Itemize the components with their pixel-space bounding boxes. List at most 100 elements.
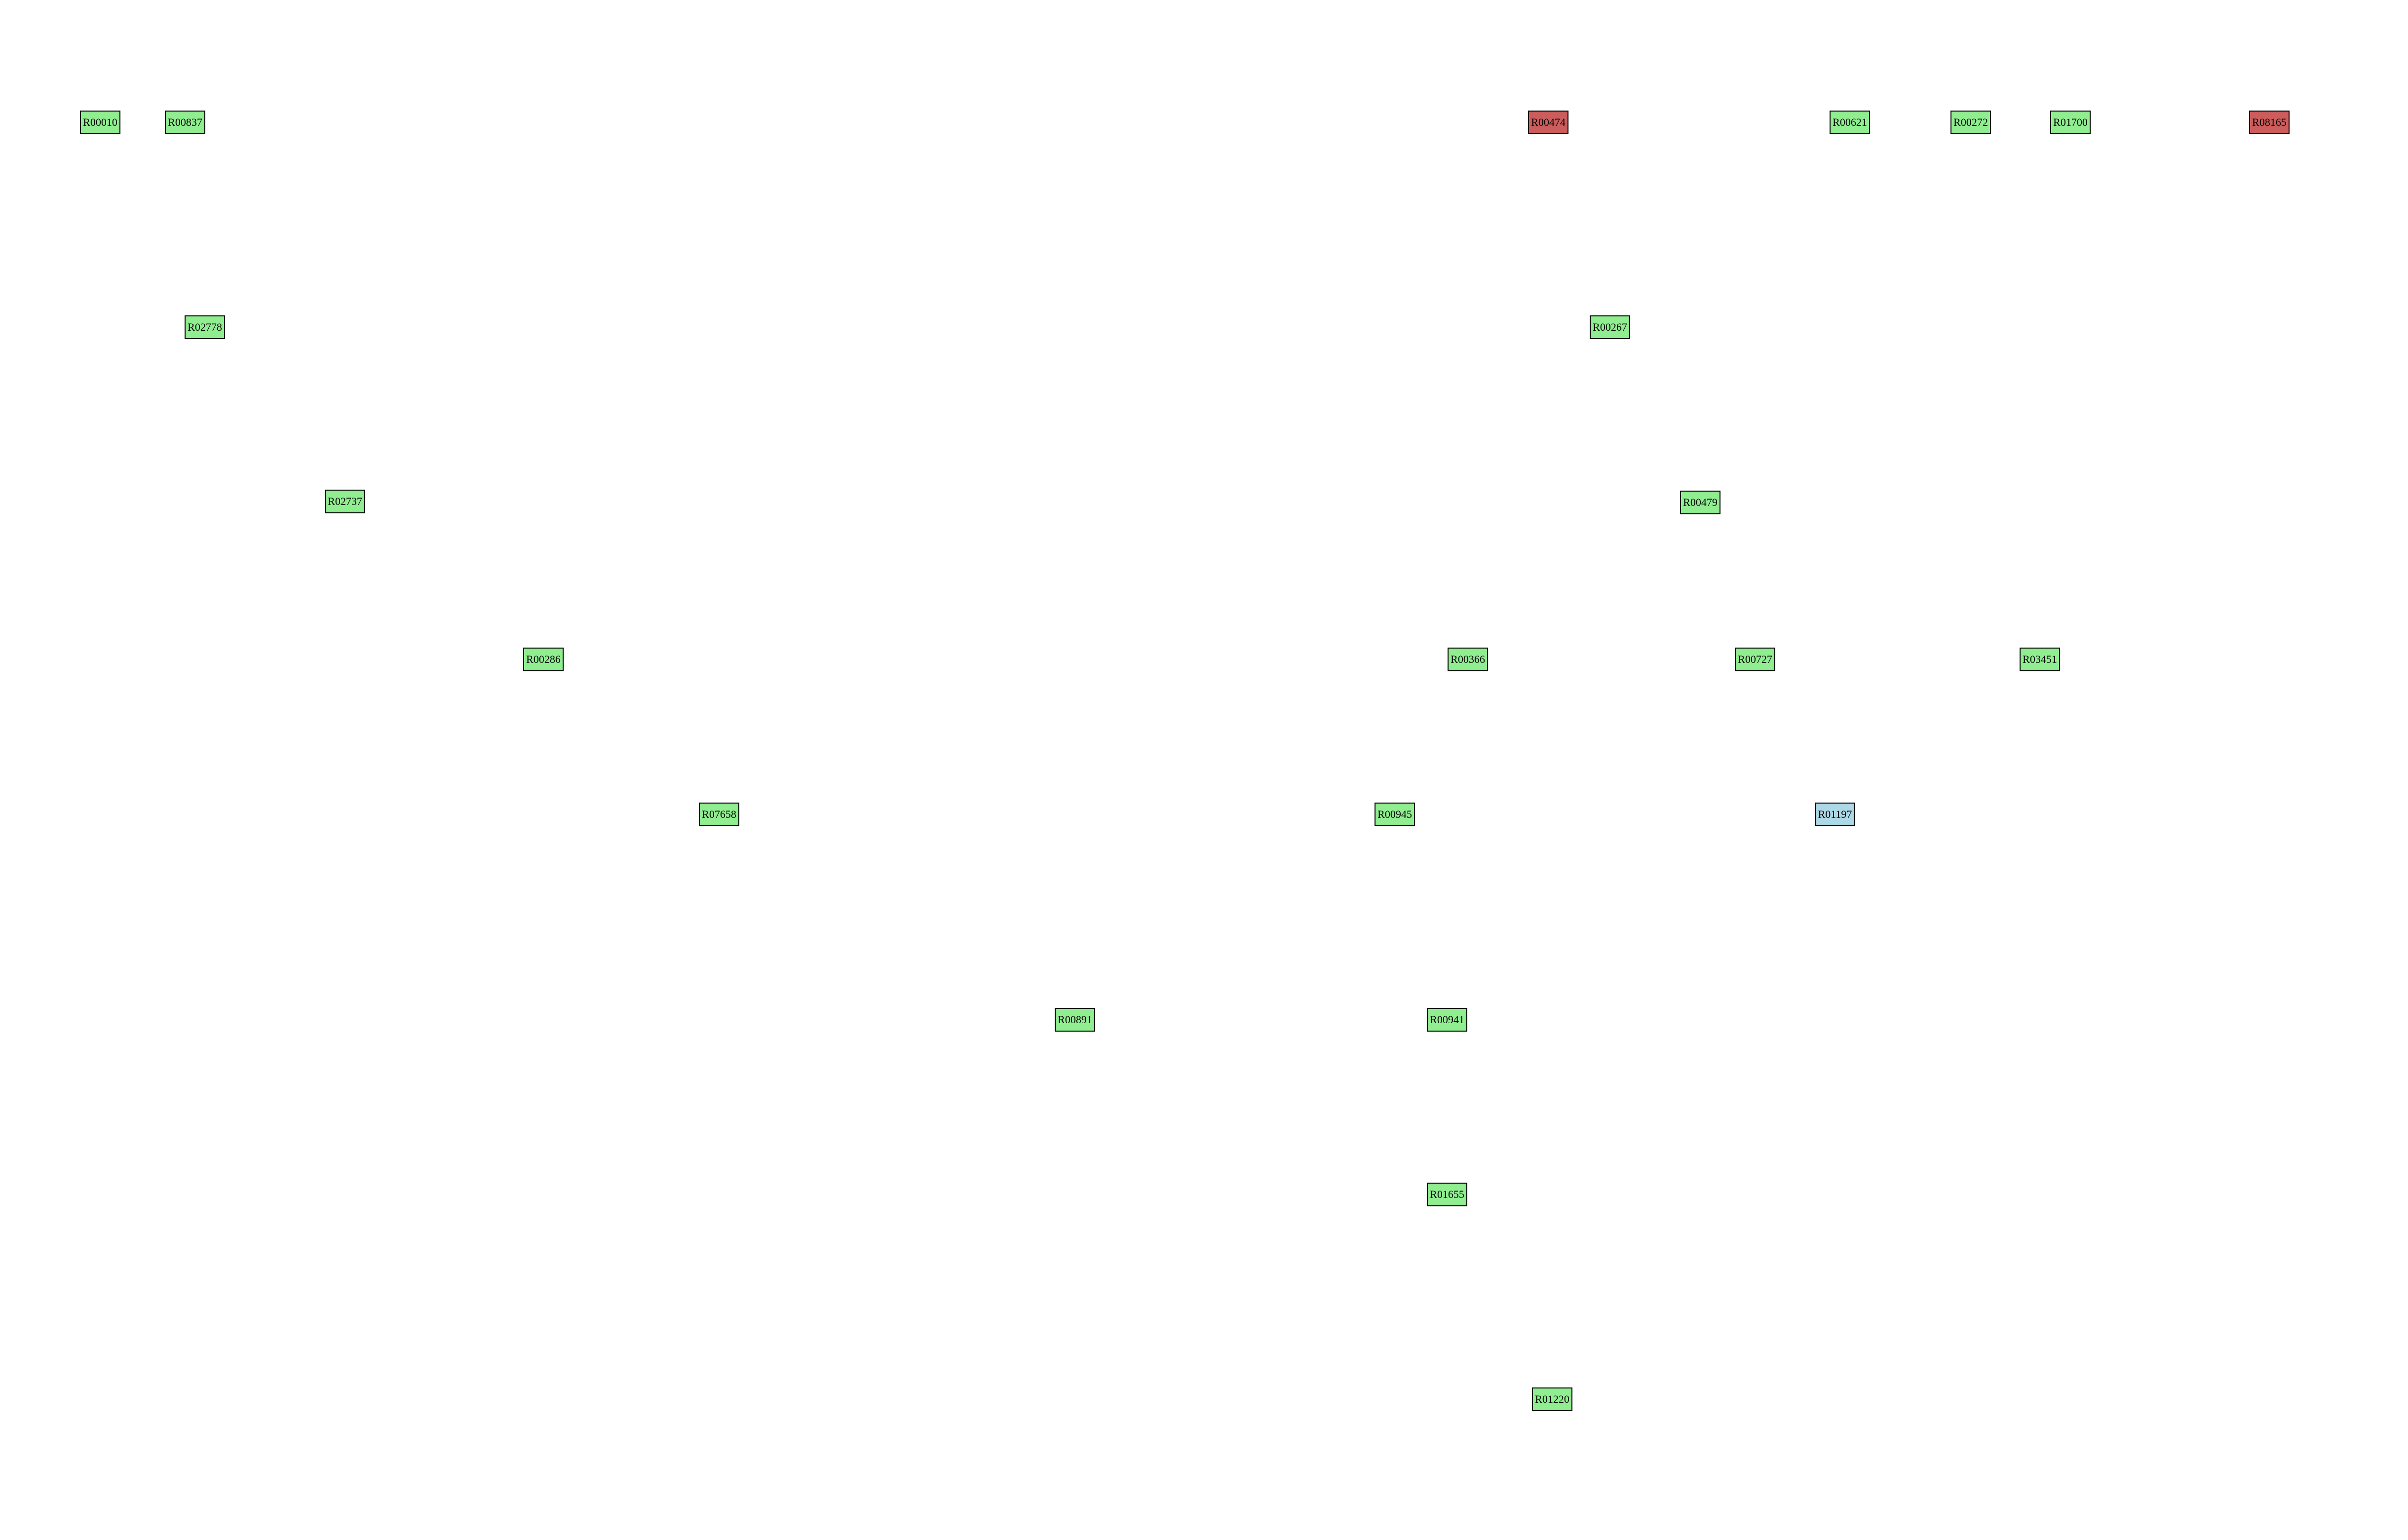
reaction-node-r03451[interactable]: R03451 — [2020, 648, 2060, 671]
reaction-node-r00272[interactable]: R00272 — [1950, 111, 1991, 134]
compound-node[interactable]: C00007 — [728, 0, 753, 2]
reaction-node-r00479[interactable]: R00479 — [1680, 491, 1720, 514]
compound-node[interactable]: C00006 — [1437, 0, 1462, 2]
compound-node[interactable]: C00004 — [697, 0, 722, 2]
compound-node[interactable]: C01083 — [188, 0, 212, 2]
compound-node[interactable]: C00011 — [906, 0, 931, 2]
compound-node[interactable]: C00011 — [571, 0, 595, 2]
compound-node[interactable]: C00097 — [1087, 0, 1111, 2]
compound-node[interactable]: C00445 — [1241, 0, 1265, 2]
compound-node[interactable]: C00011 — [33, 0, 57, 2]
compound-node[interactable]: C00001 — [209, 0, 234, 2]
compound-node[interactable]: C00311 — [388, 0, 413, 2]
reaction-node-r00010[interactable]: R00010 — [80, 111, 120, 134]
reaction-node-r00945[interactable]: R00945 — [1375, 803, 1415, 826]
compound-node[interactable]: C00234 — [1075, 0, 1100, 2]
compound-node[interactable]: C16519 — [6, 0, 31, 2]
compound-node[interactable]: C00001 — [722, 0, 746, 2]
compound-node[interactable]: C16155 — [885, 0, 910, 2]
compound-node[interactable]: C00026 — [202, 0, 227, 2]
compound-node[interactable]: C00001 — [1092, 0, 1116, 2]
compound-node[interactable]: C00009 — [715, 0, 739, 2]
compound-node[interactable]: C00031 — [21, 0, 45, 2]
compound-node[interactable]: C00004 — [879, 0, 903, 2]
compound-node[interactable]: C00080 — [726, 0, 751, 2]
reaction-node-r08165[interactable]: R08165 — [2249, 111, 2290, 134]
compound-node[interactable]: C00668 — [553, 0, 577, 2]
compound-node[interactable]: C00007 — [726, 0, 751, 2]
compound-node[interactable]: C00003 — [541, 0, 566, 2]
reaction-node-r00837[interactable]: R00837 — [165, 111, 205, 134]
compound-node[interactable]: C00001 — [401, 0, 425, 2]
compound-node[interactable]: C00011 — [726, 0, 751, 2]
compound-label: C00042 — [559, 0, 583, 2]
compound-node[interactable]: C00042 — [559, 0, 583, 2]
compound-node[interactable]: C01289 — [558, 0, 582, 2]
reaction-node-r01197[interactable]: R01197 — [1815, 803, 1855, 826]
compound-node[interactable]: C00001 — [567, 0, 591, 2]
reaction-node-r00621[interactable]: R00621 — [1830, 111, 1870, 134]
compound-node[interactable]: C00080 — [1287, 0, 1312, 2]
reaction-node-r07658[interactable]: R07658 — [699, 803, 739, 826]
compound-node[interactable]: C03793 — [715, 0, 739, 2]
compound-node[interactable]: C00010 — [861, 0, 885, 2]
reaction-box — [1375, 803, 1415, 826]
reaction-node-r00727[interactable]: R00727 — [1735, 648, 1775, 671]
compound-node[interactable]: C00081 — [541, 0, 566, 2]
compound-node[interactable]: C00006 — [1056, 0, 1081, 2]
compound-node[interactable]: C00037 — [713, 0, 737, 2]
compound-node[interactable]: C00091 — [714, 0, 738, 2]
reaction-node-r00366[interactable]: R00366 — [1448, 648, 1488, 671]
compound-node[interactable]: C16472 — [202, 0, 227, 2]
compound-node[interactable]: C05381 — [8, 0, 33, 2]
compound-node[interactable]: C05527 — [23, 0, 47, 2]
reaction-box — [1448, 648, 1488, 671]
compound-node[interactable]: C00015 — [391, 0, 416, 2]
compound-node[interactable]: C00011 — [215, 0, 240, 2]
compound-node[interactable]: C00092 — [12, 0, 37, 2]
compound-node[interactable]: C00011 — [33, 0, 57, 2]
compound-node[interactable]: C00167 — [697, 0, 722, 2]
compound-node[interactable]: C00080 — [906, 0, 931, 2]
compound-node[interactable]: C00001 — [1094, 0, 1118, 2]
reaction-node-r00474[interactable]: R00474 — [1528, 111, 1568, 134]
compound-node[interactable]: C00001 — [1280, 0, 1305, 2]
compound-node[interactable]: C00080 — [1098, 0, 1122, 2]
compound-node[interactable]: C00003 — [697, 0, 722, 2]
compound-node[interactable]: C00006 — [160, 0, 185, 2]
reaction-node-r02737[interactable]: R02737 — [325, 490, 365, 513]
reaction-node-r01655[interactable]: R01655 — [1427, 1183, 1467, 1206]
compound-node[interactable]: C00689 — [388, 0, 413, 2]
compound-node[interactable]: C00048 — [561, 0, 585, 2]
compound-node[interactable]: C00006 — [365, 0, 390, 2]
reaction-node-r00891[interactable]: R00891 — [1055, 1008, 1095, 1032]
reaction-node-r01220[interactable]: R01220 — [1532, 1387, 1572, 1411]
compound-node[interactable]: C00019 — [205, 0, 230, 2]
compound-node[interactable]: C00080 — [215, 0, 240, 2]
compound-node[interactable]: C00232 — [24, 0, 48, 2]
compound-node[interactable]: C00029 — [547, 0, 572, 2]
compound-node[interactable]: C00014 — [563, 0, 587, 2]
compound-node[interactable]: C00283 — [904, 0, 929, 2]
compound-node[interactable]: C00027 — [573, 0, 597, 2]
reaction-node-r00286[interactable]: R00286 — [523, 648, 564, 671]
compound-node[interactable]: C00001 — [722, 0, 746, 2]
compound-node[interactable]: C00005 — [1232, 0, 1257, 2]
compound-node[interactable]: C00001 — [209, 0, 234, 2]
reaction-node-r00267[interactable]: R00267 — [1590, 315, 1630, 339]
compound-node[interactable]: C00143 — [1453, 0, 1478, 2]
compound-node[interactable]: C00101 — [886, 0, 911, 2]
compound-node[interactable]: C00065 — [895, 0, 920, 2]
reaction-node-r02778[interactable]: R02778 — [185, 315, 225, 339]
compound-node[interactable]: C00080 — [907, 0, 932, 2]
reaction-node-r01700[interactable]: R01700 — [2050, 111, 2091, 134]
compound-node[interactable]: C00068 — [200, 0, 225, 2]
compound-node[interactable]: C00011 — [33, 0, 57, 2]
compound-node[interactable]: C00011 — [33, 0, 57, 2]
compound-node[interactable]: C16254 — [17, 0, 41, 2]
compound-node[interactable]: C00006 — [855, 0, 879, 2]
reaction-node-r00941[interactable]: R00941 — [1427, 1008, 1467, 1032]
compound-node[interactable]: C00011 — [906, 0, 931, 2]
compound-node[interactable]: C00011 — [906, 0, 931, 2]
compound-node[interactable]: C00104 — [697, 0, 722, 2]
